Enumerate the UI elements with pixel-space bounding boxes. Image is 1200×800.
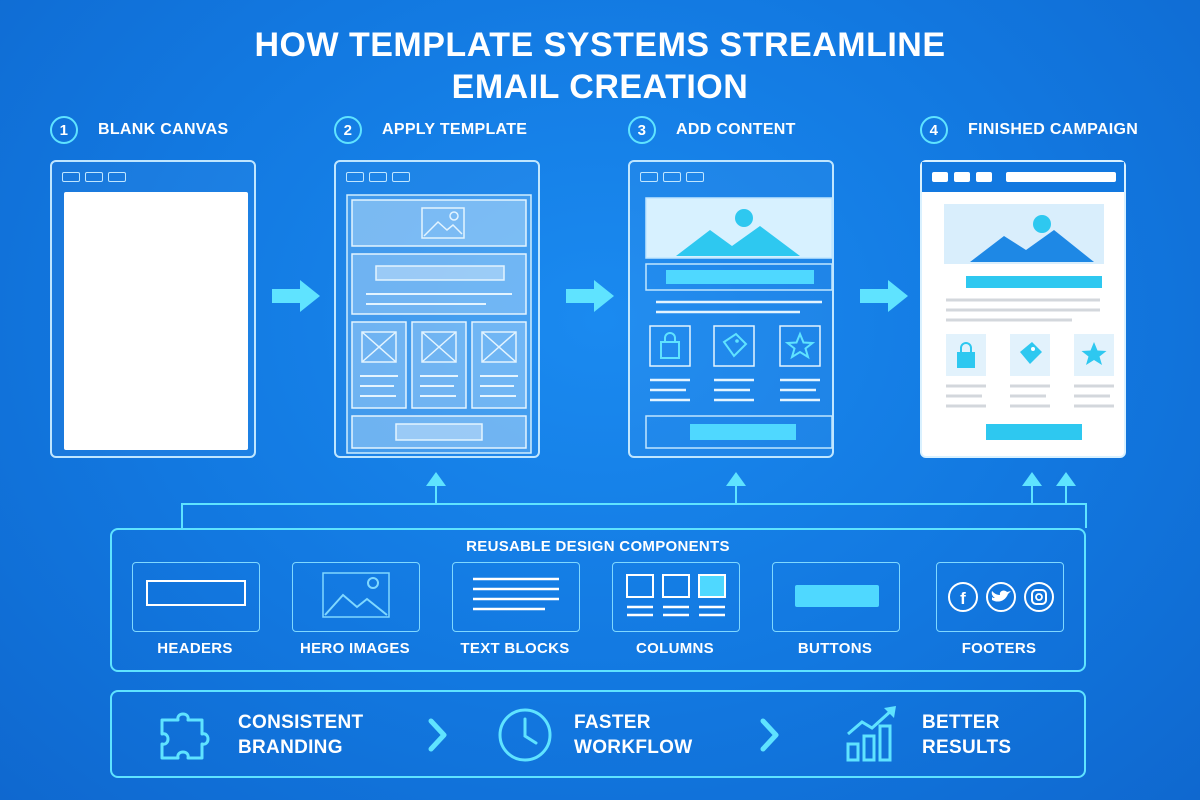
- social-icons: f: [948, 582, 1054, 612]
- facebook-icon: f: [948, 582, 978, 612]
- finished-email-preview: [922, 162, 1124, 440]
- window-controls: [62, 172, 126, 182]
- step-title: APPLY TEMPLATE: [382, 121, 528, 138]
- component-label: FOOTERS: [961, 640, 1037, 657]
- component-columns: [612, 562, 740, 632]
- title-line-2: EMAIL CREATION: [451, 68, 749, 106]
- benefit-faster-workflow: FASTER WORKFLOW: [574, 710, 692, 760]
- component-label: BUTTONS: [797, 640, 873, 657]
- component-footers: f: [936, 562, 1064, 632]
- component-headers: [132, 562, 260, 632]
- price-tag-icon: [722, 332, 748, 358]
- instagram-icon: [1024, 582, 1054, 612]
- landscape-image-icon: [970, 215, 1094, 262]
- benefit-line-2: WORKFLOW: [574, 737, 693, 758]
- benefit-consistent-branding: CONSISTENT BRANDING: [238, 710, 363, 760]
- button-icon: [795, 585, 879, 607]
- step-number-badge: 3: [628, 116, 656, 144]
- step-3-label: 3 ADD CONTENT: [628, 116, 796, 144]
- landscape-image-icon: [676, 209, 800, 256]
- add-content-panel: [628, 160, 834, 458]
- benefit-line-1: CONSISTENT: [238, 712, 364, 733]
- content-layout: [645, 197, 833, 449]
- shopping-bag-icon: [660, 332, 680, 359]
- step-title: FINISHED CAMPAIGN: [968, 121, 1139, 138]
- window-controls: [346, 172, 410, 182]
- svg-text:f: f: [960, 589, 966, 608]
- blank-canvas-panel: [50, 160, 256, 458]
- step-2-label: 2 APPLY TEMPLATE: [334, 116, 527, 144]
- component-label: HEADERS: [157, 640, 233, 657]
- header-bar-icon: [146, 580, 246, 606]
- benefit-better-results: BETTER RESULTS: [922, 710, 1011, 760]
- template-wireframe: [346, 194, 532, 454]
- diagram-title: HOW TEMPLATE SYSTEMS STREAMLINE EMAIL CR…: [0, 24, 1200, 108]
- component-text-blocks: [452, 562, 580, 632]
- step-number-badge: 2: [334, 116, 362, 144]
- flow-arrow-icon: [860, 280, 908, 312]
- components-title: REUSABLE DESIGN COMPONENTS: [466, 538, 730, 555]
- step-number-badge: 4: [920, 116, 948, 144]
- step-1-label: 1 BLANK CANVAS: [50, 116, 228, 144]
- puzzle-icon: [160, 712, 210, 760]
- text-lines-icon: [473, 577, 559, 611]
- benefit-line-1: BETTER: [922, 712, 1000, 733]
- step-title: ADD CONTENT: [676, 121, 796, 138]
- window-controls: [640, 172, 704, 182]
- finished-campaign-panel: [920, 160, 1126, 458]
- twitter-icon: [986, 582, 1016, 612]
- chevron-right-icon: [428, 718, 447, 752]
- star-icon: [1081, 342, 1107, 365]
- columns-icon: [626, 574, 726, 617]
- component-label: COLUMNS: [636, 640, 714, 657]
- blank-page: [64, 192, 248, 450]
- component-hero-images: [292, 562, 420, 632]
- price-tag-icon: [1020, 342, 1042, 364]
- benefit-line-1: FASTER: [574, 712, 651, 733]
- flow-arrow-icon: [566, 280, 614, 312]
- step-4-label: 4 FINISHED CAMPAIGN: [920, 116, 1138, 144]
- image-placeholder-icon: [421, 207, 465, 239]
- step-title: BLANK CANVAS: [98, 121, 229, 138]
- clock-icon: [498, 708, 552, 762]
- component-label: TEXT BLOCKS: [460, 640, 570, 657]
- chevron-right-icon: [760, 718, 779, 752]
- shopping-bag-icon: [957, 342, 975, 368]
- benefit-line-2: BRANDING: [238, 737, 343, 758]
- reusable-components-panel: REUSABLE DESIGN COMPONENTS HEADERS HERO …: [110, 528, 1086, 672]
- up-arrow-icon: [426, 472, 1076, 486]
- component-label: HERO IMAGES: [300, 640, 410, 657]
- component-buttons: [772, 562, 900, 632]
- image-icon: [322, 572, 390, 618]
- benefits-bar: CONSISTENT BRANDING FASTER WORKFLOW BETT…: [110, 690, 1086, 778]
- bar-chart-up-icon: [846, 706, 896, 762]
- benefit-line-2: RESULTS: [922, 737, 1012, 758]
- apply-template-panel: [334, 160, 540, 458]
- star-icon: [784, 331, 816, 360]
- title-line-1: HOW TEMPLATE SYSTEMS STREAMLINE: [254, 26, 946, 64]
- step-number-badge: 1: [50, 116, 78, 144]
- flow-arrow-icon: [272, 280, 320, 312]
